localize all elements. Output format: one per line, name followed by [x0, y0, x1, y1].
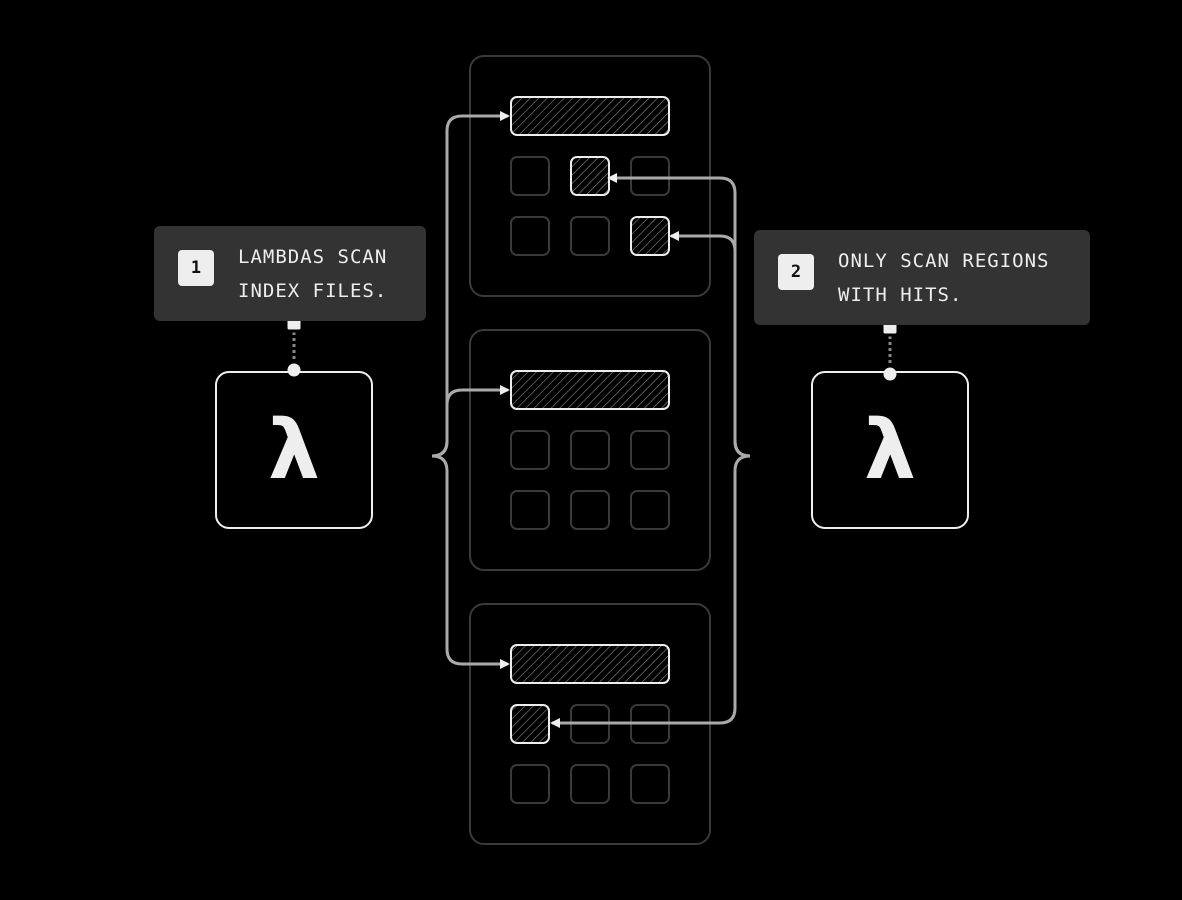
- connector-to-hit-1: [607, 173, 751, 458]
- callout-step-1: 1 LAMBDAS SCAN INDEX FILES.: [154, 226, 426, 321]
- index-file-group: [469, 329, 711, 571]
- right-connectors: [550, 173, 808, 728]
- lambda-icon: λ: [268, 402, 320, 498]
- connector-to-hit-2: [669, 231, 751, 458]
- region-cell: [510, 430, 550, 470]
- index-header-block: [510, 96, 670, 136]
- region-cell: [510, 156, 550, 196]
- lambda-function-right: λ: [811, 371, 969, 529]
- index-header-block: [510, 370, 670, 410]
- lambda-icon: λ: [864, 402, 916, 498]
- connector-to-hit-3: [550, 454, 751, 728]
- region-cell: [570, 216, 610, 256]
- region-cell: [510, 764, 550, 804]
- callout-text: LAMBDAS SCAN INDEX FILES.: [238, 246, 388, 302]
- region-cell: [510, 216, 550, 256]
- region-cell: [630, 764, 670, 804]
- region-cell: [510, 490, 550, 530]
- index-header-block: [510, 644, 670, 684]
- step-badge: 2: [778, 254, 814, 290]
- connector-to-index-3: [431, 454, 510, 669]
- step-badge: 1: [178, 250, 214, 286]
- region-cell: [630, 490, 670, 530]
- connector-to-index-2: [431, 385, 510, 458]
- region-cell: [630, 430, 670, 470]
- left-connectors: [376, 111, 510, 669]
- region-cell: [630, 156, 670, 196]
- callout-text: ONLY SCAN REGIONS WITH HITS.: [838, 250, 1050, 306]
- region-cell: [570, 430, 610, 470]
- region-cell-hit: [510, 704, 550, 744]
- callout-step-2: 2 ONLY SCAN REGIONS WITH HITS.: [754, 230, 1090, 325]
- region-cell: [570, 490, 610, 530]
- region-cell-hit: [630, 216, 670, 256]
- region-cell-hit: [570, 156, 610, 196]
- index-file-group: [469, 55, 711, 297]
- lambda-function-left: λ: [215, 371, 373, 529]
- callout-links: [284, 313, 900, 384]
- region-cell: [570, 764, 610, 804]
